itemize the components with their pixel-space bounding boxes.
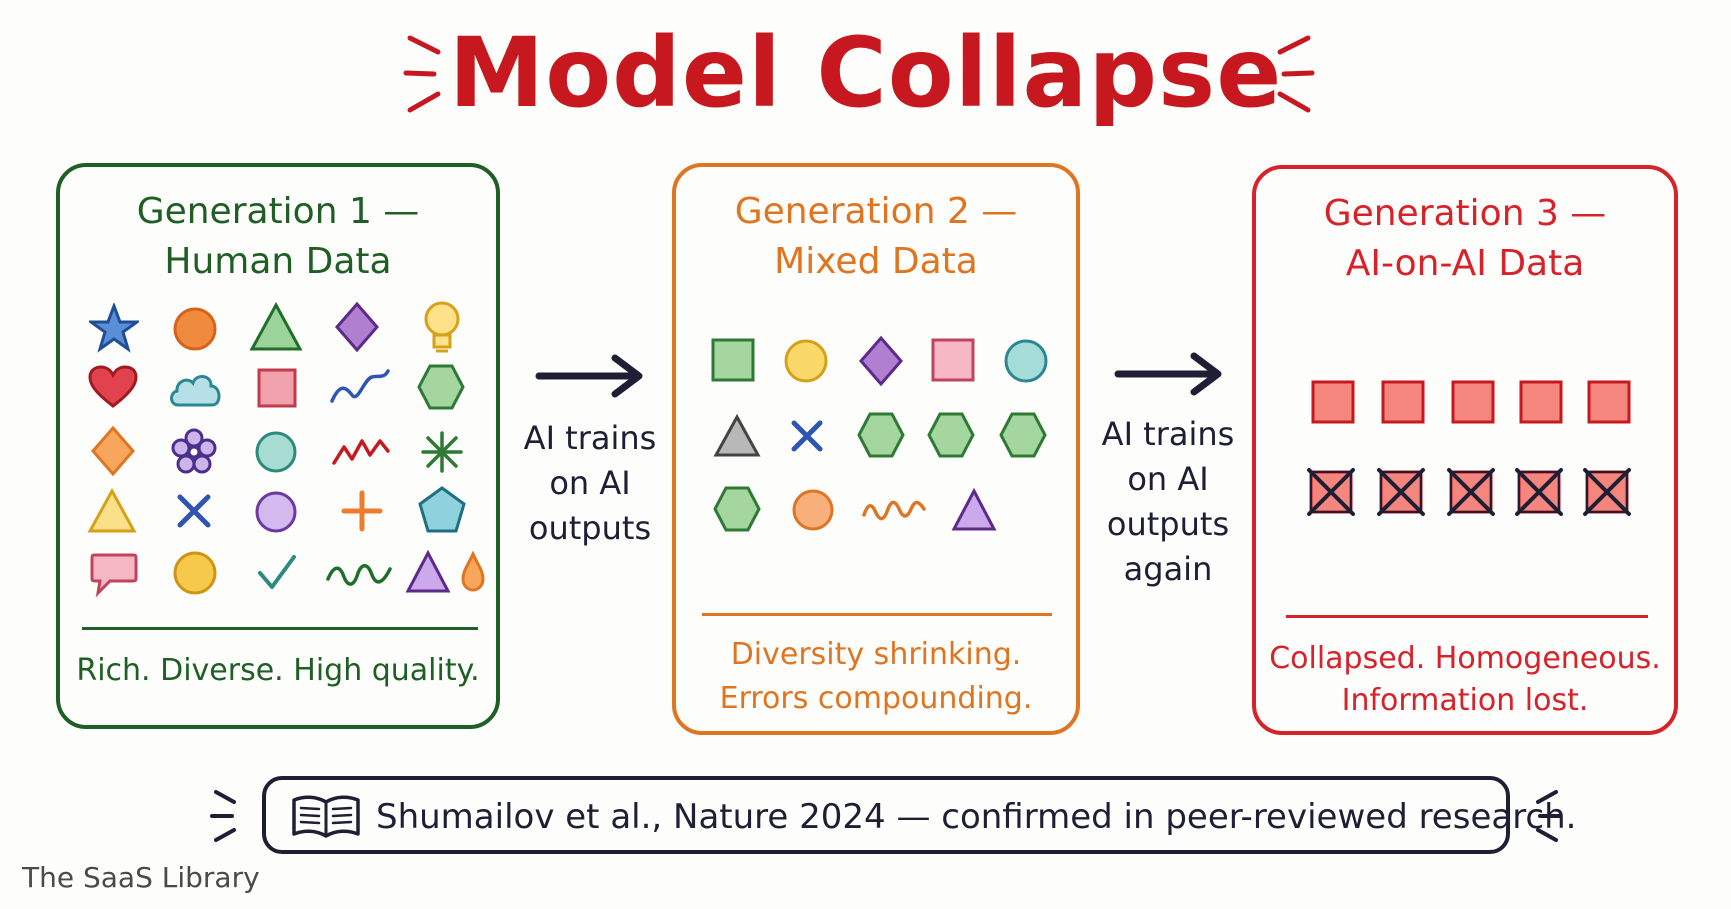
- square-icon: [1381, 380, 1425, 424]
- citation-box: Shumailov et al., Nature 2024 — confirme…: [262, 776, 1576, 854]
- star-icon: [89, 303, 139, 353]
- generation-2-panel: Generation 2 — Mixed Data Diversity shri…: [672, 163, 1080, 735]
- triangle-icon: [405, 549, 451, 593]
- heart-icon: [88, 365, 138, 408]
- square-icon: [1519, 380, 1563, 424]
- pentagon-icon: [418, 486, 466, 533]
- arrow-2-line-1: AI trains: [1101, 415, 1235, 453]
- crossed-square-icon: [1583, 468, 1631, 516]
- page-title: Model Collapse: [448, 17, 1283, 129]
- asterisk-icon: [421, 431, 463, 473]
- generation-1-subtitle: Human Data: [164, 241, 392, 282]
- square-icon: [1311, 380, 1355, 424]
- lightbulb-icon: [424, 301, 460, 353]
- arrow-2-line-3: outputs: [1106, 505, 1230, 543]
- generation-2-caption-line-1: Diversity shrinking.: [730, 637, 1022, 672]
- generation-2-divider: [702, 613, 1052, 616]
- arrow-1-line-3: outputs: [528, 509, 652, 547]
- circle-icon: [255, 491, 297, 533]
- arrow-2-line-4: again: [1123, 550, 1213, 588]
- squiggle-icon: [330, 369, 390, 403]
- circle-icon: [792, 489, 834, 531]
- generation-3-subtitle: AI-on-AI Data: [1345, 243, 1585, 284]
- square-icon: [1587, 380, 1631, 424]
- checkmark-icon: [258, 555, 296, 589]
- generation-3-divider: [1286, 615, 1648, 618]
- diamond-icon: [859, 335, 903, 387]
- citation-text: Shumailov et al., Nature 2024 — confirme…: [376, 797, 1577, 837]
- diamond-icon: [335, 301, 379, 353]
- crossed-square-icon: [1307, 468, 1355, 516]
- x-icon: [177, 494, 211, 528]
- circle-icon: [173, 551, 217, 595]
- arrow-2-label: AI trains on AI outputs again: [1086, 412, 1250, 592]
- circle-icon: [784, 339, 828, 383]
- droplet-icon: [461, 551, 485, 592]
- circle-icon: [1004, 339, 1048, 383]
- crossed-square-icon: [1377, 468, 1425, 516]
- arrow-right-icon: [535, 354, 643, 398]
- citation-burst-right: [1536, 790, 1562, 842]
- zigzag-icon: [332, 439, 390, 465]
- arrow-1-label: AI trains on AI outputs: [508, 416, 672, 551]
- hexagon-icon: [417, 364, 465, 410]
- square-icon: [931, 338, 975, 382]
- diamond-icon: [91, 425, 135, 477]
- triangle-icon: [713, 413, 761, 457]
- circle-icon: [173, 307, 217, 351]
- square-icon: [1451, 380, 1495, 424]
- generation-3-title: Generation 3 —: [1323, 193, 1607, 234]
- generation-1-panel: Generation 1 — Human Data Rich. Diverse.…: [56, 163, 500, 729]
- generation-3-caption-line-2: Information lost.: [1341, 683, 1589, 718]
- crossed-square-icon: [1515, 468, 1563, 516]
- generation-1-title: Generation 1 —: [136, 191, 420, 232]
- generation-1-divider: [82, 627, 478, 630]
- hexagon-icon: [857, 412, 905, 458]
- generation-2-caption-line-2: Errors compounding.: [719, 681, 1033, 716]
- squiggle-icon: [862, 500, 926, 521]
- generation-3-panel: Generation 3 — AI-on-AI Data Collapsed. …: [1252, 165, 1678, 735]
- hexagon-icon: [999, 412, 1047, 458]
- hexagon-icon: [713, 486, 761, 532]
- plus-icon: [341, 490, 383, 532]
- title-burst-right: [1277, 35, 1315, 113]
- generation-1-caption: Rich. Diverse. High quality.: [76, 653, 480, 688]
- square-icon: [257, 368, 297, 408]
- arrow-1-line-2: on AI: [549, 464, 631, 502]
- arrow-2-line-2: on AI: [1127, 460, 1209, 498]
- citation-burst-left: [210, 790, 236, 842]
- arrow-1-line-1: AI trains: [523, 419, 657, 457]
- generation-2-title: Generation 2 —: [734, 191, 1018, 232]
- circle-icon: [255, 431, 297, 473]
- crossed-square-icon: [1447, 468, 1495, 516]
- generation-3-caption-line-1: Collapsed. Homogeneous.: [1269, 641, 1661, 676]
- square-icon: [711, 338, 755, 382]
- speech-bubble-icon: [90, 553, 138, 597]
- arrow-right-icon: [1114, 352, 1222, 396]
- wave-icon: [326, 564, 392, 586]
- triangle-icon: [87, 487, 137, 533]
- flower-icon: [171, 428, 217, 474]
- title-burst-left: [403, 35, 441, 113]
- open-book-icon: [292, 795, 360, 838]
- watermark: The SaaS Library: [22, 861, 260, 894]
- x-icon: [791, 420, 823, 452]
- triangle-icon: [951, 487, 997, 531]
- generation-2-subtitle: Mixed Data: [774, 241, 978, 282]
- cloud-icon: [170, 375, 221, 407]
- hexagon-icon: [927, 412, 975, 458]
- triangle-icon: [249, 301, 303, 351]
